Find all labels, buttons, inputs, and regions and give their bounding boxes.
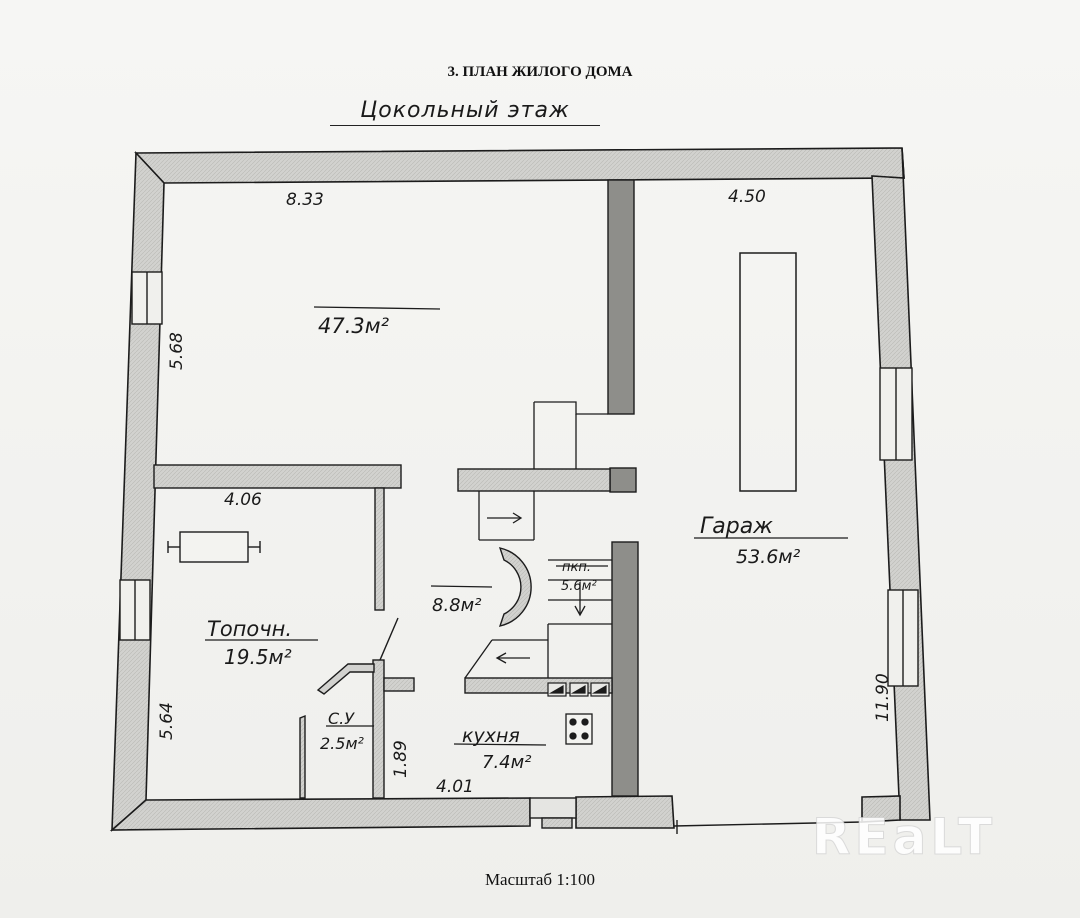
outer-walls bbox=[109, 147, 931, 832]
dim-left-lower-height: 5.64 bbox=[157, 702, 177, 740]
stove-icon bbox=[565, 713, 593, 745]
document-title: 3. ПЛАН ЖИЛОГО ДОМА bbox=[447, 64, 633, 80]
kitchen-name: кухня bbox=[462, 725, 520, 747]
dim-right-height: 11.90 bbox=[873, 673, 893, 722]
dim-boiler-width: 4.06 bbox=[224, 490, 262, 510]
garage-partition bbox=[607, 179, 639, 797]
stair-landing bbox=[464, 401, 612, 679]
storage-area: 5.6м² bbox=[561, 579, 597, 594]
boiler-room-name: Топочн. bbox=[207, 617, 292, 641]
right-windows bbox=[879, 367, 919, 687]
storage-name: пкп. bbox=[562, 560, 591, 575]
scale-label: Масштаб 1:100 bbox=[484, 870, 596, 889]
garage-area: 53.6м² bbox=[736, 546, 801, 568]
curved-stair bbox=[498, 547, 532, 627]
left-windows bbox=[119, 271, 163, 641]
bottom-niche bbox=[529, 797, 577, 829]
bathroom-door bbox=[316, 617, 399, 695]
dim-top-right-width: 4.50 bbox=[728, 187, 766, 207]
garage-name: Гараж bbox=[700, 514, 773, 539]
stair-arrows bbox=[487, 512, 586, 664]
dim-bathroom-height: 1.89 bbox=[391, 740, 411, 778]
dim-top-left-width: 8.33 bbox=[286, 190, 324, 210]
main-hall-area: 47.3м² bbox=[318, 314, 390, 338]
boiler-icon bbox=[167, 531, 261, 563]
bathroom-name: С.У bbox=[328, 709, 355, 728]
garage-car-outline bbox=[739, 252, 797, 492]
dim-bottom-width: 4.01 bbox=[436, 777, 474, 797]
room-label-lines bbox=[205, 306, 848, 746]
boiler-room-area: 19.5м² bbox=[224, 645, 292, 669]
kitchen-burners-icon bbox=[547, 682, 610, 697]
watermark-logo: REaLT bbox=[811, 808, 997, 867]
bathroom-area: 2.5м² bbox=[320, 734, 365, 753]
hallway-area: 8.8м² bbox=[432, 595, 481, 616]
dim-left-upper-height: 5.68 bbox=[167, 332, 187, 370]
garage-door-line bbox=[673, 821, 863, 827]
floor-name: Цокольный этаж bbox=[330, 98, 600, 126]
kitchen-area: 7.4м² bbox=[482, 752, 531, 773]
